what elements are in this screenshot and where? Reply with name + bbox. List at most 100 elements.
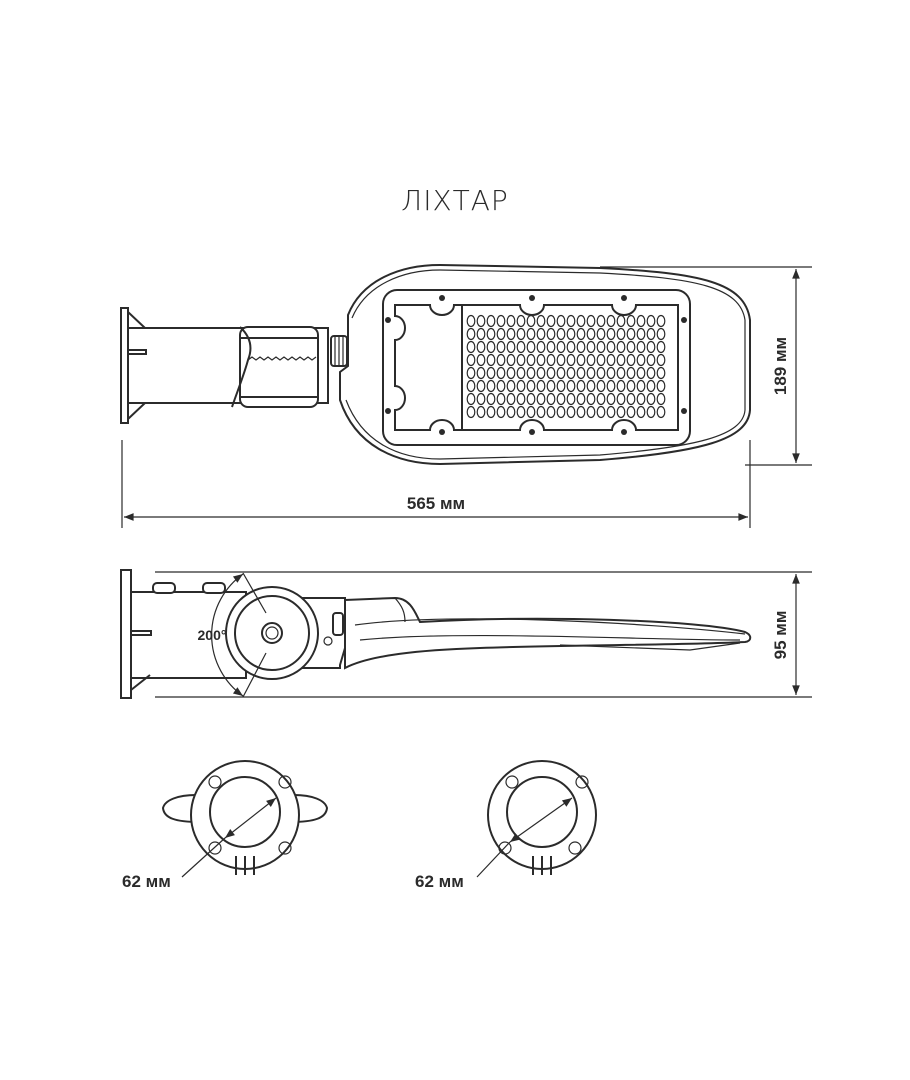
led-lens xyxy=(476,327,486,341)
led-lens xyxy=(486,392,496,406)
led-lens xyxy=(606,327,616,341)
led-lens xyxy=(636,327,646,341)
led-lens xyxy=(566,366,576,380)
led-lens xyxy=(626,379,636,393)
led-lens xyxy=(616,340,626,354)
led-lens xyxy=(576,327,586,341)
led-lens xyxy=(626,353,636,367)
led-lens xyxy=(586,340,596,354)
led-lens xyxy=(656,314,666,328)
led-lens xyxy=(466,366,476,380)
led-lens xyxy=(516,327,526,341)
led-lens xyxy=(576,405,586,419)
led-lens xyxy=(626,366,636,380)
led-lens xyxy=(466,392,476,406)
led-lens xyxy=(646,353,656,367)
led-lens xyxy=(486,314,496,328)
led-lens xyxy=(466,340,476,354)
led-lens xyxy=(536,379,546,393)
led-lens xyxy=(636,366,646,380)
height-label-side: 95 мм xyxy=(771,611,790,660)
led-lens xyxy=(536,366,546,380)
led-lens xyxy=(636,340,646,354)
led-lens xyxy=(556,314,566,328)
led-lens xyxy=(556,327,566,341)
led-lens xyxy=(486,327,496,341)
led-lens xyxy=(536,353,546,367)
led-lens xyxy=(526,379,536,393)
led-lens xyxy=(626,392,636,406)
led-lens xyxy=(516,366,526,380)
led-lens xyxy=(516,353,526,367)
led-lens xyxy=(566,353,576,367)
led-lens xyxy=(486,340,496,354)
led-lens xyxy=(526,366,536,380)
led-lens xyxy=(556,379,566,393)
led-lens xyxy=(516,379,526,393)
led-lens xyxy=(536,327,546,341)
led-lens xyxy=(466,327,476,341)
led-lens xyxy=(496,405,506,419)
led-lens xyxy=(616,405,626,419)
led-lens xyxy=(626,405,636,419)
led-lens xyxy=(496,353,506,367)
led-lens xyxy=(476,340,486,354)
led-lens xyxy=(496,366,506,380)
led-lens xyxy=(636,405,646,419)
led-lens xyxy=(536,314,546,328)
led-lens xyxy=(516,392,526,406)
led-lens xyxy=(546,340,556,354)
led-lens xyxy=(606,405,616,419)
led-lens xyxy=(566,405,576,419)
led-lens xyxy=(656,340,666,354)
led-lens xyxy=(646,340,656,354)
led-lens xyxy=(476,366,486,380)
led-lens xyxy=(466,379,476,393)
led-lens xyxy=(646,405,656,419)
led-lens xyxy=(596,340,606,354)
led-lens xyxy=(596,405,606,419)
led-lens xyxy=(586,353,596,367)
led-lens xyxy=(636,353,646,367)
led-lens xyxy=(536,392,546,406)
led-lens xyxy=(576,366,586,380)
led-lens xyxy=(546,405,556,419)
led-lens xyxy=(656,327,666,341)
led-lens xyxy=(566,314,576,328)
led-lens xyxy=(606,379,616,393)
angle-label: 200° xyxy=(198,627,227,643)
top-dimensions: 189 мм 565 мм xyxy=(121,266,812,528)
led-lens xyxy=(616,327,626,341)
led-lens xyxy=(506,327,516,341)
led-lens xyxy=(606,392,616,406)
led-lens xyxy=(506,340,516,354)
led-lens xyxy=(526,340,536,354)
led-lens xyxy=(646,379,656,393)
led-lens xyxy=(576,314,586,328)
led-lens xyxy=(486,379,496,393)
led-lens xyxy=(476,392,486,406)
led-lens xyxy=(566,340,576,354)
led-lens xyxy=(656,392,666,406)
led-lens xyxy=(626,314,636,328)
mount-view-plain: 62 мм xyxy=(415,760,597,891)
led-lens xyxy=(496,327,506,341)
led-lens xyxy=(656,353,666,367)
led-lens xyxy=(616,314,626,328)
led-lens xyxy=(626,327,636,341)
led-lens xyxy=(486,405,496,419)
led-lens xyxy=(586,327,596,341)
led-lens xyxy=(616,366,626,380)
led-lens xyxy=(476,405,486,419)
led-lens xyxy=(486,353,496,367)
led-lens xyxy=(526,392,536,406)
led-lens xyxy=(656,379,666,393)
led-lens xyxy=(536,405,546,419)
led-lens xyxy=(646,314,656,328)
led-lens xyxy=(646,392,656,406)
top-view xyxy=(120,263,751,466)
led-lens xyxy=(496,379,506,393)
led-lens xyxy=(626,340,636,354)
side-view: 200° 95 мм xyxy=(120,569,812,699)
